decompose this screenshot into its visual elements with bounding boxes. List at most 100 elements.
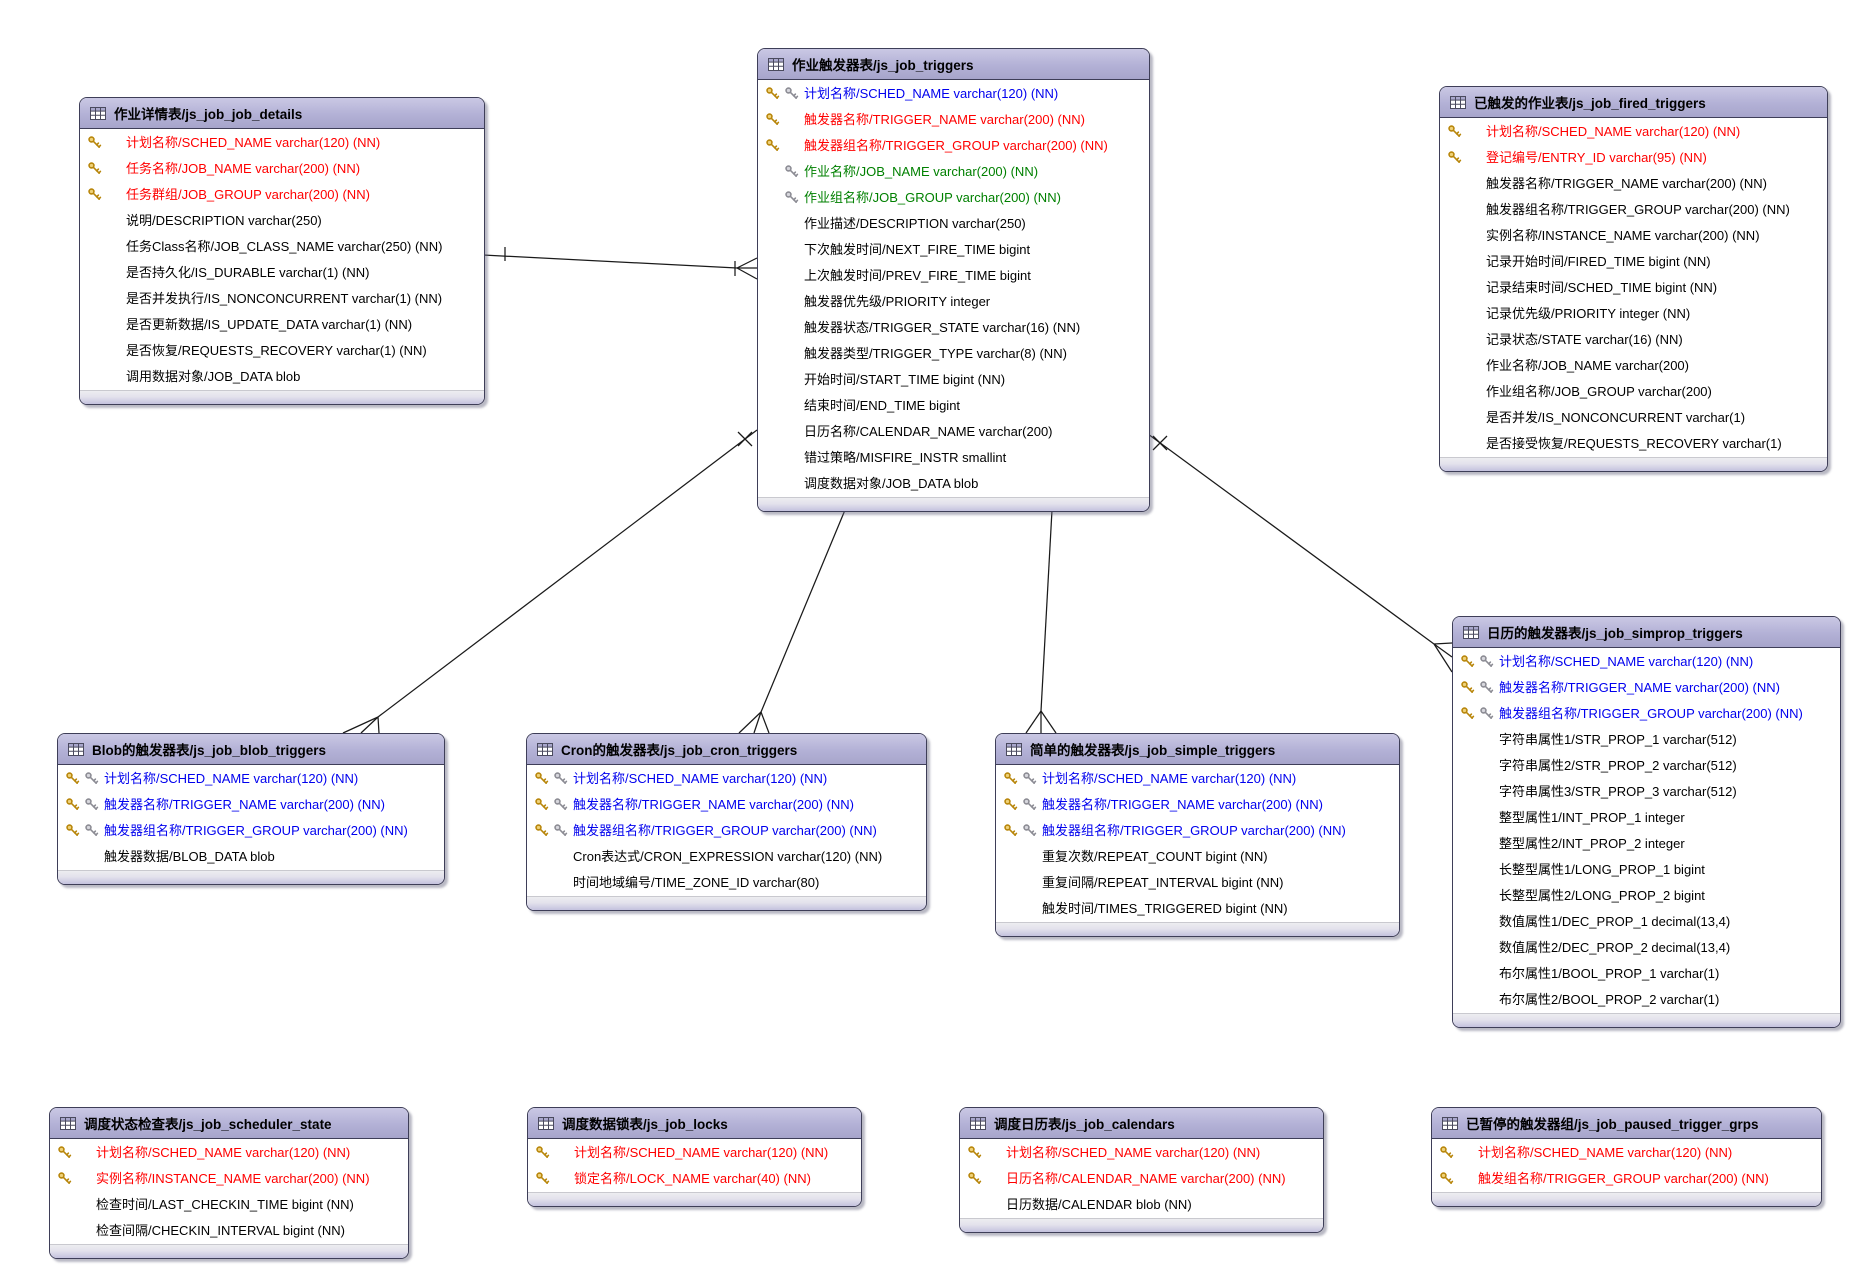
field-label: 数值属性1/DEC_PROP_1 decimal(13,4) <box>1499 914 1731 929</box>
field-row: 作业名称/JOB_NAME varchar(200) (NN) <box>758 159 1149 185</box>
field-label: 上次触发时间/PREV_FIRE_TIME bigint <box>804 268 1031 283</box>
table-fields: 计划名称/SCHED_NAME varchar(120) (NN) 触发组名称/T… <box>1432 1139 1821 1192</box>
field-row: 字符串属性3/STR_PROP_3 varchar(512) <box>1453 779 1840 805</box>
field-row: 是否持久化/IS_DURABLE varchar(1) (NN) <box>80 260 484 286</box>
field-row: 计划名称/SCHED_NAME varchar(120) (NN) <box>1432 1140 1821 1166</box>
field-row: 整型属性1/INT_PROP_1 integer <box>1453 805 1840 831</box>
table-header[interactable]: Blob的触发器表/js_job_blob_triggers <box>58 734 444 765</box>
field-row: 布尔属性2/BOOL_PROP_2 varchar(1) <box>1453 987 1840 1013</box>
gold-key-icon <box>535 1171 550 1191</box>
table-header[interactable]: 调度状态检查表/js_job_scheduler_state <box>50 1108 408 1139</box>
field-label: 作业描述/DESCRIPTION varchar(250) <box>804 216 1026 231</box>
table-header[interactable]: 作业触发器表/js_job_triggers <box>758 49 1149 80</box>
field-label: 触发时间/TIMES_TRIGGERED bigint (NN) <box>1042 901 1288 916</box>
gold-key-icon <box>1003 823 1018 843</box>
field-label: 长整型属性1/LONG_PROP_1 bigint <box>1499 862 1705 877</box>
table-footer <box>1453 1013 1840 1027</box>
field-label: 作业组名称/JOB_GROUP varchar(200) (NN) <box>804 190 1061 205</box>
field-row: 日历数据/CALENDAR blob (NN) <box>960 1192 1323 1218</box>
table-fields: 计划名称/SCHED_NAME varchar(120) (NN) 触发器名称/T… <box>996 765 1399 922</box>
field-label: 整型属性2/INT_PROP_2 integer <box>1499 836 1685 851</box>
field-row: 说明/DESCRIPTION varchar(250) <box>80 208 484 234</box>
field-label: 计划名称/SCHED_NAME varchar(120) (NN) <box>1042 771 1297 786</box>
field-label: 触发器名称/TRIGGER_NAME varchar(200) (NN) <box>1042 797 1323 812</box>
field-label: 字符串属性2/STR_PROP_2 varchar(512) <box>1499 758 1737 773</box>
table-header[interactable]: 调度数据锁表/js_job_locks <box>528 1108 861 1139</box>
gold-key-icon <box>1447 124 1462 144</box>
field-row: 触发器名称/TRIGGER_NAME varchar(200) (NN) <box>1453 675 1840 701</box>
table-js_job_blob_triggers[interactable]: Blob的触发器表/js_job_blob_triggers 计划名称/SCHED… <box>57 733 445 885</box>
field-row: 计划名称/SCHED_NAME varchar(120) (NN) <box>527 766 926 792</box>
field-label: 是否并发/IS_NONCONCURRENT varchar(1) <box>1486 410 1746 425</box>
table-js_job_fired_triggers[interactable]: 已触发的作业表/js_job_fired_triggers 计划名称/SCHED_… <box>1439 86 1828 472</box>
table-header[interactable]: 简单的触发器表/js_job_simple_triggers <box>996 734 1399 765</box>
table-fields: 计划名称/SCHED_NAME varchar(120) (NN)触发器名称/T… <box>758 80 1149 497</box>
field-row: Cron表达式/CRON_EXPRESSION varchar(120) (NN… <box>527 844 926 870</box>
field-label: 日历名称/CALENDAR_NAME varchar(200) (NN) <box>1006 1171 1286 1186</box>
field-row: 记录优先级/PRIORITY integer (NN) <box>1440 301 1827 327</box>
table-header[interactable]: 作业详情表/js_job_job_details <box>80 98 484 129</box>
field-row: 触发时间/TIMES_TRIGGERED bigint (NN) <box>996 896 1399 922</box>
field-row: 错过策略/MISFIRE_INSTR smallint <box>758 445 1149 471</box>
gold-key-icon <box>65 823 80 843</box>
gold-key-icon <box>534 823 549 843</box>
gold-key-icon <box>1460 680 1475 700</box>
table-header[interactable]: 调度日历表/js_job_calendars <box>960 1108 1323 1139</box>
field-label: 触发器组名称/TRIGGER_GROUP varchar(200) (NN) <box>104 823 408 838</box>
table-title: 调度数据锁表/js_job_locks <box>562 1117 728 1132</box>
field-label: Cron表达式/CRON_EXPRESSION varchar(120) (NN… <box>573 849 883 864</box>
field-label: 记录开始时间/FIRED_TIME bigint (NN) <box>1486 254 1711 269</box>
field-row: 结束时间/END_TIME bigint <box>758 393 1149 419</box>
table-header[interactable]: 已暂停的触发器组/js_job_paused_trigger_grps <box>1432 1108 1821 1139</box>
field-row: 登记编号/ENTRY_ID varchar(95) (NN) <box>1440 145 1827 171</box>
field-label: 触发器名称/TRIGGER_NAME varchar(200) (NN) <box>1486 176 1767 191</box>
table-header[interactable]: 已触发的作业表/js_job_fired_triggers <box>1440 87 1827 118</box>
field-label: 触发器名称/TRIGGER_NAME varchar(200) (NN) <box>1499 680 1780 695</box>
field-row: 触发器名称/TRIGGER_NAME varchar(200) (NN) <box>996 792 1399 818</box>
table-header[interactable]: Cron的触发器表/js_job_cron_triggers <box>527 734 926 765</box>
field-label: 触发器组名称/TRIGGER_GROUP varchar(200) (NN) <box>1042 823 1346 838</box>
field-row: 触发器名称/TRIGGER_NAME varchar(200) (NN) <box>758 107 1149 133</box>
table-title: 作业触发器表/js_job_triggers <box>792 58 974 73</box>
table-grid-icon <box>537 742 553 756</box>
field-label: 任务群组/JOB_GROUP varchar(200) (NN) <box>126 187 370 202</box>
field-label: 触发组名称/TRIGGER_GROUP varchar(200) (NN) <box>1478 1171 1769 1186</box>
table-grid-icon <box>1006 742 1022 756</box>
table-footer <box>527 896 926 910</box>
field-row: 计划名称/SCHED_NAME varchar(120) (NN) <box>1440 119 1827 145</box>
table-header[interactable]: 日历的触发器表/js_job_simprop_triggers <box>1453 617 1840 648</box>
field-row: 计划名称/SCHED_NAME varchar(120) (NN) <box>58 766 444 792</box>
silver-key-icon <box>784 164 799 184</box>
field-label: 布尔属性2/BOOL_PROP_2 varchar(1) <box>1499 992 1720 1007</box>
table-title: Cron的触发器表/js_job_cron_triggers <box>561 743 798 758</box>
field-label: 日历名称/CALENDAR_NAME varchar(200) <box>804 424 1053 439</box>
table-js_job_cron_triggers[interactable]: Cron的触发器表/js_job_cron_triggers 计划名称/SCHED… <box>526 733 927 911</box>
gold-key-icon <box>534 771 549 791</box>
silver-key-icon <box>1479 654 1494 674</box>
field-label: 锁定名称/LOCK_NAME varchar(40) (NN) <box>574 1171 811 1186</box>
table-title: 已触发的作业表/js_job_fired_triggers <box>1474 96 1706 111</box>
field-row: 触发器状态/TRIGGER_STATE varchar(16) (NN) <box>758 315 1149 341</box>
gold-key-icon <box>534 797 549 817</box>
table-fields: 计划名称/SCHED_NAME varchar(120) (NN)锁定名称/LO… <box>528 1139 861 1192</box>
table-grid-icon <box>60 1116 76 1130</box>
field-row: 计划名称/SCHED_NAME varchar(120) (NN) <box>1453 649 1840 675</box>
table-title: Blob的触发器表/js_job_blob_triggers <box>92 743 327 758</box>
relationship-triggers-to-blob_triggers <box>342 429 758 734</box>
gold-key-icon <box>1460 654 1475 674</box>
field-row: 记录开始时间/FIRED_TIME bigint (NN) <box>1440 249 1827 275</box>
table-js_job_triggers[interactable]: 作业触发器表/js_job_triggers 计划名称/SCHED_NAME va… <box>757 48 1150 512</box>
table-js_job_locks[interactable]: 调度数据锁表/js_job_locks 计划名称/SCHED_NAME varch… <box>527 1107 862 1207</box>
gold-key-icon <box>65 797 80 817</box>
field-row: 开始时间/START_TIME bigint (NN) <box>758 367 1149 393</box>
field-row: 长整型属性2/LONG_PROP_2 bigint <box>1453 883 1840 909</box>
field-row: 作业组名称/JOB_GROUP varchar(200) (NN) <box>758 185 1149 211</box>
field-label: 结束时间/END_TIME bigint <box>804 398 961 413</box>
gold-key-icon <box>1439 1145 1454 1165</box>
